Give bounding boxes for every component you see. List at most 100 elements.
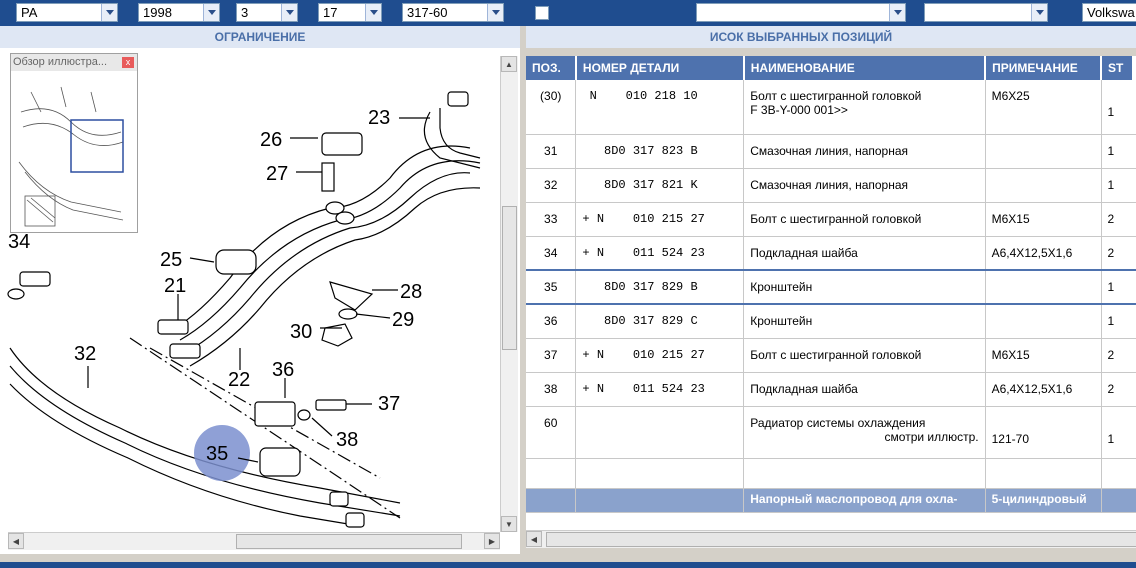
chevron-down-icon[interactable] <box>487 4 503 21</box>
callout-38[interactable]: 38 <box>336 429 358 451</box>
vscroll-thumb[interactable] <box>502 206 517 350</box>
callout-32[interactable]: 32 <box>74 343 96 365</box>
col-pos[interactable]: ПОЗ. <box>526 56 577 80</box>
table-row[interactable]: 36 8D0 317 829 C Кронштейн 1 <box>526 304 1136 339</box>
overview-thumbnail[interactable] <box>11 72 137 232</box>
cell-note-text: 121-70 <box>991 431 1029 446</box>
cell-pos: (30) <box>526 80 577 135</box>
cell-qty: 1 <box>1101 134 1136 169</box>
chevron-down-icon[interactable] <box>889 4 905 21</box>
col-name[interactable]: НАИМЕНОВАНИЕ <box>743 56 987 80</box>
scroll-left-icon[interactable]: ◀ <box>526 531 542 547</box>
highlight-marker[interactable] <box>194 425 250 481</box>
hscroll-thumb[interactable] <box>546 532 1136 547</box>
subgroup-value: 17 <box>323 5 338 20</box>
illustration-vscrollbar[interactable]: ▲ ▼ <box>500 56 518 532</box>
region-select[interactable]: PA <box>16 3 118 22</box>
hscroll-thumb[interactable] <box>236 534 462 549</box>
col-qty[interactable]: ST <box>1101 56 1136 80</box>
illustration-hscrollbar[interactable]: ◀ ▶ <box>8 532 500 550</box>
cell-pos: 38 <box>526 372 577 407</box>
cell-pos-text: 36 <box>544 314 558 328</box>
brand-field[interactable]: Volkswa <box>1082 3 1136 22</box>
cell-name-text: Подкладная шайба <box>750 381 858 396</box>
callout-36[interactable]: 36 <box>272 359 294 381</box>
cell-name-text: Кронштейн <box>750 280 813 294</box>
cell-qty-text: 1 <box>1107 314 1115 328</box>
cell-name: Подкладная шайба <box>743 372 986 407</box>
cell-empty <box>575 458 745 489</box>
callout-30[interactable]: 30 <box>290 321 312 343</box>
cell-part-number: 8D0 317 829 C <box>575 304 745 339</box>
scroll-left-icon[interactable]: ◀ <box>8 533 24 549</box>
col-note[interactable]: ПРИМЕЧАНИЕ <box>985 56 1103 80</box>
toolbar: PA 1998 3 17 317-60 Volkswa <box>0 0 1136 26</box>
cell-note: M6X15 <box>985 202 1102 237</box>
cell-pos-text: 37 <box>544 347 558 362</box>
table-group-row[interactable]: Напорный маслопровод для охла-5-цилиндро… <box>526 488 1136 513</box>
overview-panel[interactable]: Обзор иллюстра... x <box>10 53 138 233</box>
cell-part-number: 8D0 317 823 B <box>575 134 745 169</box>
callout-28[interactable]: 28 <box>400 281 422 303</box>
chevron-down-icon[interactable] <box>203 4 219 21</box>
cell-qty-text: 1 <box>1107 280 1115 294</box>
cell-pos: 32 <box>526 168 577 203</box>
callout-35[interactable]: 35 <box>206 443 228 465</box>
chevron-down-icon[interactable] <box>281 4 297 21</box>
cell-name: Смазочная линия, напорная <box>743 168 986 203</box>
cell-pos-text: 32 <box>544 177 558 192</box>
overview-viewport[interactable] <box>70 119 124 173</box>
chevron-down-icon[interactable] <box>1031 4 1047 21</box>
model-select[interactable] <box>696 3 906 22</box>
col-part-number[interactable]: НОМЕР ДЕТАЛИ <box>575 56 745 80</box>
cell-pos: 35 <box>526 269 577 305</box>
cell-qty: 2 <box>1101 338 1136 373</box>
illustration-select[interactable]: 317-60 <box>402 3 504 22</box>
cell-pos: 36 <box>526 304 577 339</box>
cell-part-number-text: N 010 218 10 <box>582 89 698 103</box>
group-select[interactable]: 3 <box>236 3 298 22</box>
cell-part-number-text: + N 011 524 23 <box>582 381 705 396</box>
cell-qty: 1 <box>1101 269 1136 305</box>
chevron-down-icon[interactable] <box>365 4 381 21</box>
cell-note: A6,4X12,5X1,6 <box>985 236 1102 271</box>
cell-note: A6,4X12,5X1,6 <box>985 372 1102 407</box>
cell-name-text: Кронштейн <box>750 314 813 328</box>
scroll-up-icon[interactable]: ▲ <box>501 56 517 72</box>
parts-illustration[interactable]: 23 26 27 25 21 28 29 30 32 22 36 37 38 3… <box>0 48 500 532</box>
cell-qty: 2 <box>1101 202 1136 237</box>
scroll-right-icon[interactable]: ▶ <box>484 533 500 549</box>
callout-26[interactable]: 26 <box>260 129 282 151</box>
close-icon[interactable]: x <box>122 57 134 68</box>
cell-name-text: Смазочная линия, напорная <box>750 143 909 158</box>
year-select[interactable]: 1998 <box>138 3 220 22</box>
group-cell <box>526 488 577 513</box>
engine-select[interactable] <box>924 3 1048 22</box>
callout-27[interactable]: 27 <box>266 163 288 185</box>
subgroup-select[interactable]: 17 <box>318 3 382 22</box>
callout-21[interactable]: 21 <box>164 275 186 297</box>
chevron-down-icon[interactable] <box>101 4 117 21</box>
group-cell <box>575 488 745 513</box>
cell-note-text: M6X15 <box>991 211 1030 226</box>
table-row[interactable]: 38 + N 011 524 23 Подкладная шайба A6,4X12,… <box>526 372 1136 407</box>
callout-22[interactable]: 22 <box>228 369 250 391</box>
callout-37[interactable]: 37 <box>378 393 400 415</box>
callout-23[interactable]: 23 <box>368 107 390 129</box>
table-hscrollbar[interactable]: ◀ <box>526 530 1136 548</box>
filter-checkbox[interactable] <box>535 6 549 20</box>
callout-34[interactable]: 34 <box>8 231 30 253</box>
parts-table: ПОЗ. НОМЕР ДЕТАЛИ НАИМЕНОВАНИЕ ПРИМЕЧАНИ… <box>526 56 1136 513</box>
callout-29[interactable]: 29 <box>392 309 414 331</box>
cell-part-number-text: + N 011 524 23 <box>582 245 705 260</box>
callout-25[interactable]: 25 <box>160 249 182 271</box>
scroll-down-icon[interactable]: ▼ <box>501 516 517 532</box>
